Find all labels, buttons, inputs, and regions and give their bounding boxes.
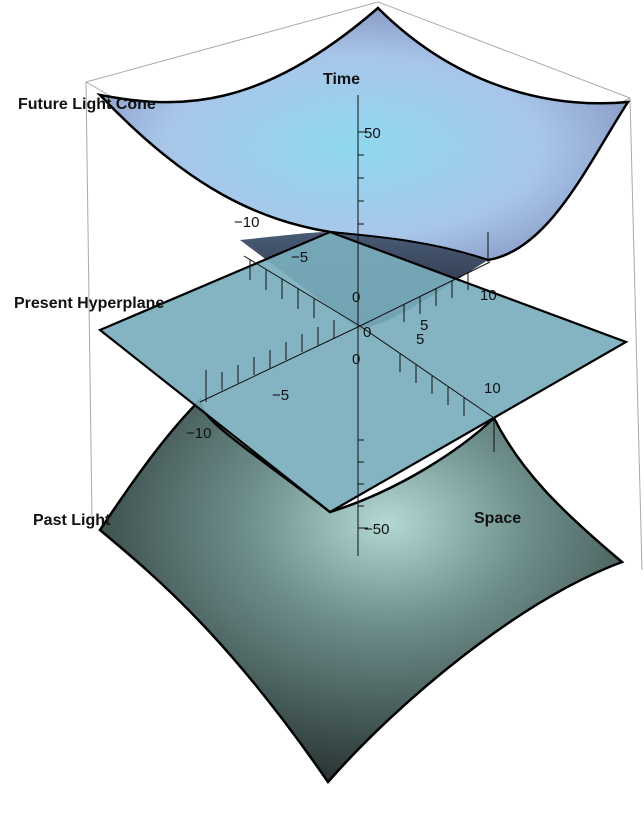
future-light-cone-surface <box>96 6 631 262</box>
time-axis <box>357 95 368 556</box>
time-tick-50: 50 <box>364 125 381 142</box>
space-x-tick-0: 0 <box>363 324 371 341</box>
space-x-tick-10: 10 <box>480 287 497 304</box>
time-axis-label: Time <box>323 71 360 88</box>
present-hyperplane-surface <box>97 230 629 514</box>
space-x-tick-neg10: −10 <box>234 214 259 231</box>
time-tick-neg50: −50 <box>364 521 389 538</box>
time-tick-0-lower: 0 <box>352 351 360 368</box>
space-y-tick-10: 10 <box>484 380 501 397</box>
space-y-tick-5: 5 <box>416 331 424 348</box>
space-y-tick-neg10: −10 <box>186 425 211 442</box>
space-x-tick-5: 5 <box>420 317 428 334</box>
present-hyperplane-label: Present Hyperplane <box>14 295 164 312</box>
space-axis-label: Space <box>474 510 521 527</box>
plane-axis-ticks <box>199 232 495 452</box>
space-x-tick-neg5: −5 <box>291 249 308 266</box>
time-tick-0-upper: 0 <box>352 289 360 306</box>
future-light-cone-label: Future Light Cone <box>18 96 156 113</box>
space-y-tick-neg5: −5 <box>272 387 289 404</box>
past-light-cone-label: Past Light <box>33 512 111 529</box>
